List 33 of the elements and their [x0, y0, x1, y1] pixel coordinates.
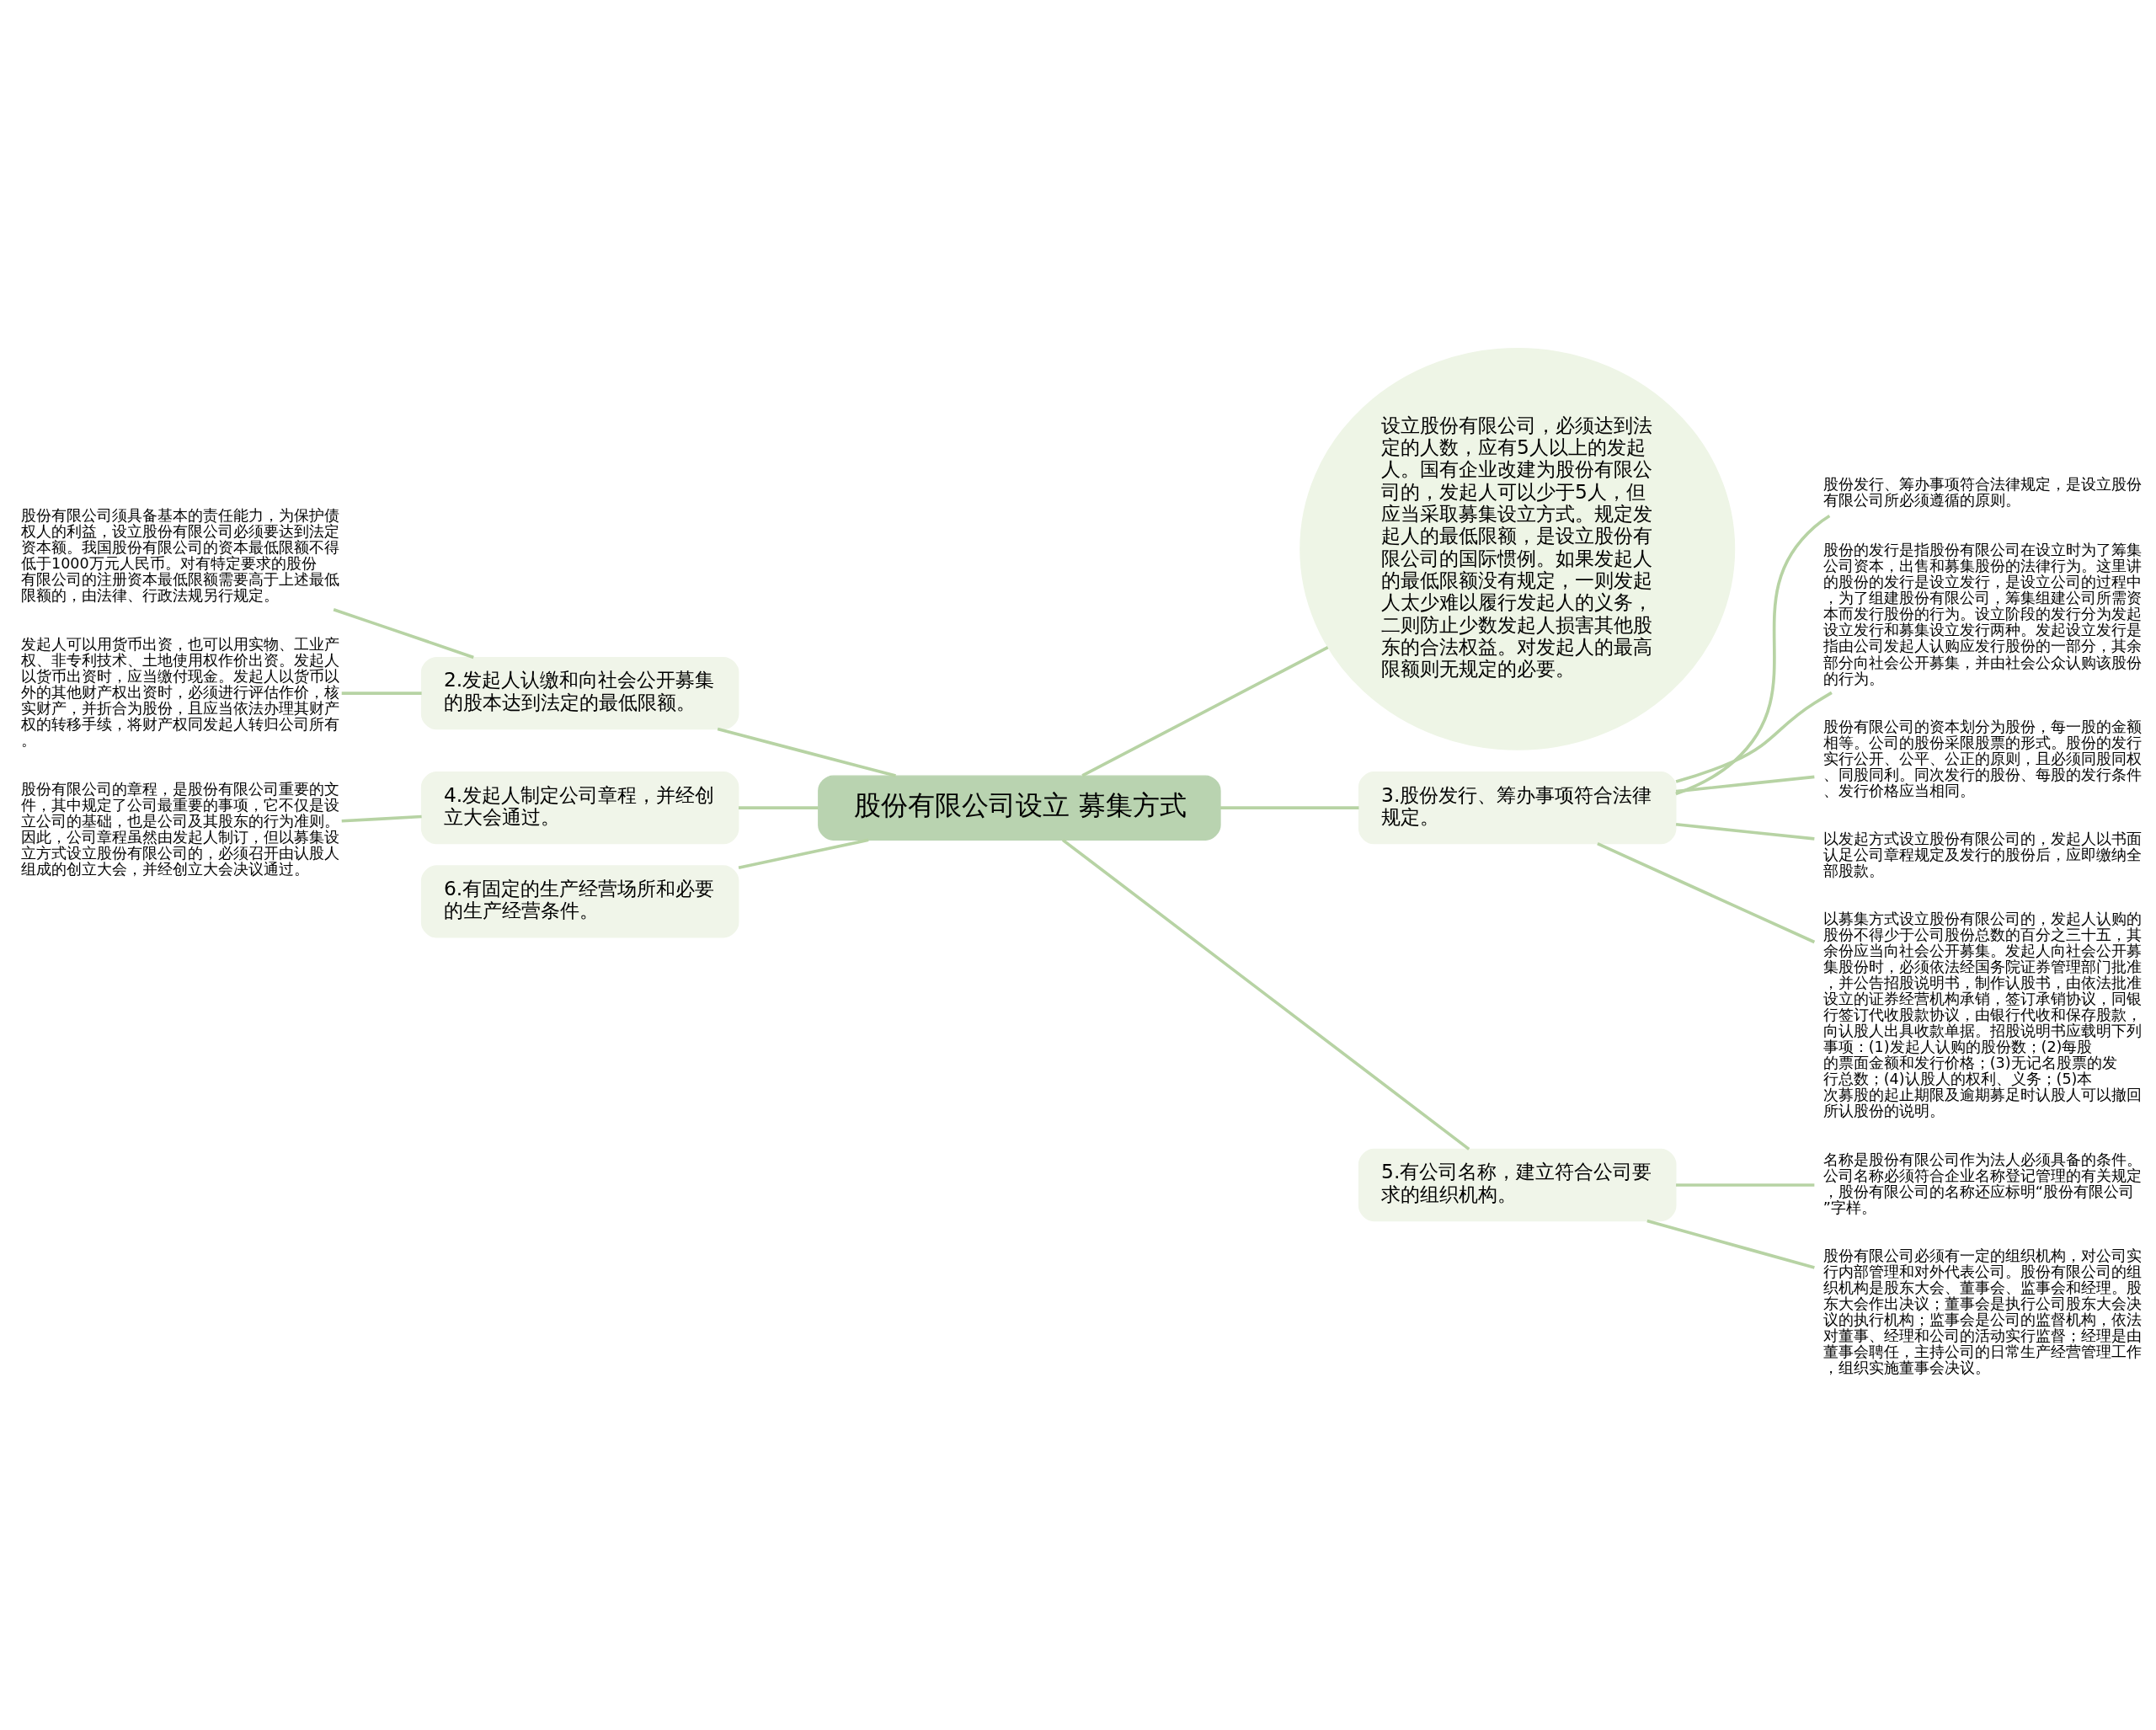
- node-text: 名称是股份有限公司作为法人必须具备的条件。公司名称必须符合企业名称登记管理的有关规定，股份有限公司的名称还应标明“股份有限公司”字样。: [1822, 1151, 2142, 1216]
- node-text: 股份有限公司的章程，是股份有限公司重要的文件，其中规定了公司最重要的事项，它不仅是设立公司的基础，也是公司及其股东的行为准则。因此，公司章程虽然由发起人制订，但以募集设立方式设立股份有限公司的，必须召开由认股人组成的创立大会，并经创立大会决议通过。: [20, 780, 339, 878]
- connector: [1675, 514, 1831, 795]
- connector: [333, 607, 474, 659]
- connector: [739, 805, 819, 809]
- node-box: 股份有限公司设立 募集方式: [818, 774, 1221, 841]
- connector: [1220, 805, 1359, 809]
- connector: [341, 814, 422, 823]
- node-text: 股份发行、筹办事项符合法律规定，是设立股份有限公司所必须遵循的原则。: [1822, 475, 2142, 509]
- connector: [1081, 645, 1329, 777]
- node-text: 以募集方式设立股份有限公司的，发起人认购的股份不得少于公司股份总数的百分之三十五，其余份应当向社会公开募集。发起人向社会公开募集股份时，必须依法经国务院证券管理部门批准，并公告招股说明书，制作认股书，由依法批准设立的证券经营机构承销，签订承销协议，同银行签订代收股款协议，由银行代收和保存股款，向认股人出具收款单据。招股说明书应载明下列事项：(1)发起人认购的股份数；(2)每股的票面金额和发行价格；(3)无记名股票的发行总数；(4)认股人的权利、义务；(5)本次募股的起止期限及逾期募足时认股人可以撤回所认股份的说明。: [1822, 910, 2142, 1119]
- node-box: 3.股份发行、筹办事项符合法律规定。: [1358, 771, 1677, 844]
- node-box: 5.有公司名称，建立符合公司要求的组织机构。: [1358, 1148, 1677, 1221]
- connector: [717, 727, 896, 777]
- connector: [341, 691, 422, 695]
- node-box: 6.有固定的生产经营场所和必要的生产经营条件。: [420, 864, 739, 938]
- connector: [1676, 1183, 1815, 1187]
- connector: [1675, 822, 1815, 841]
- node-text: 以发起方式设立股份有限公司的，发起人以书面认足公司章程规定及发行的股份后，应即缴纳全部股款。: [1822, 830, 2142, 879]
- connector: [1646, 1219, 1815, 1269]
- node-box: 2.发起人认缴和向社会公开募集的股本达到法定的最低限额。: [420, 656, 739, 729]
- connector: [1675, 691, 1833, 783]
- node-text: 股份的发行是指股份有限公司在设立时为了筹集公司资本，出售和募集股份的法律行为。这里讲的股份的发行是设立发行，是设立公司的过程中，为了组建股份有限公司，筹集组建公司所需资本而发行股份的行为。设立阶段的发行分为发起设立发行和募集设立发行两种。发起设立发行是指由公司发起人认购应发行股份的一部分，其余部分向社会公开募集，并由社会公众认购该股份的行为。: [1822, 541, 2142, 687]
- node-text: 股份有限公司须具备基本的责任能力，为保护债权人的利益，设立股份有限公司必须要达到法定资本额。我国股份有限公司的资本最低限额不得低于1000万元人民币。对有特定要求的股份有限公司的注册资本最低限额需要高于上述最低限额的，由法律、行政法规另行规定。: [20, 506, 339, 604]
- connector: [738, 838, 869, 869]
- node-box: 4.发起人制定公司章程，并经创立大会通过。: [420, 771, 739, 844]
- node-text: 股份有限公司的资本划分为股份，每一股的金额相等。公司的股份采限股票的形式。股份的发行实行公开、公平、公正的原则，且必须同股同权、同股同利。同次发行的股份、每股的发行条件、发行价格应当相同。: [1822, 718, 2142, 799]
- connector: [1675, 775, 1815, 793]
- node-text: 股份有限公司必须有一定的组织机构，对公司实行内部管理和对外代表公司。股份有限公司的组织机构是股东大会、董事会、监事会和经理。股东大会作出决议；董事会是执行公司股东大会决议的执行机构；监事会是公司的监督机构，依法对董事、经理和公司的活动实行监督；经理是由董事会聘任，主持公司的日常生产经营管理工作，组织实施董事会决议。: [1822, 1247, 2142, 1376]
- connector: [1061, 838, 1470, 1151]
- node-text: 发起人可以用货币出资，也可以用实物、工业产权、非专利技术、土地使用权作价出资。发起人以货币出资时，应当缴付现金。发起人以货币以外的其他财产权出资时，必须进行评估作价，核实财产，并折合为股份，且应当依法办理其财产权的转移手续，将财产权同发起人转归公司所有。: [20, 635, 339, 749]
- node-circle: 设立股份有限公司，必须达到法定的人数，应有5人以上的发起人。国有企业改建为股份有限公司的，发起人可以少于5人，但应当采取募集设立方式。规定发起人的最低限额，是设立股份有限公司的国际惯例。如果发起人的最低限额没有规定，一则发起人太少难以履行发起人的义务，二则防止少数发起人损害其他股东的合法权益。对发起人的最高限额则无规定的必要。: [1299, 347, 1736, 750]
- connector: [1597, 841, 1816, 943]
